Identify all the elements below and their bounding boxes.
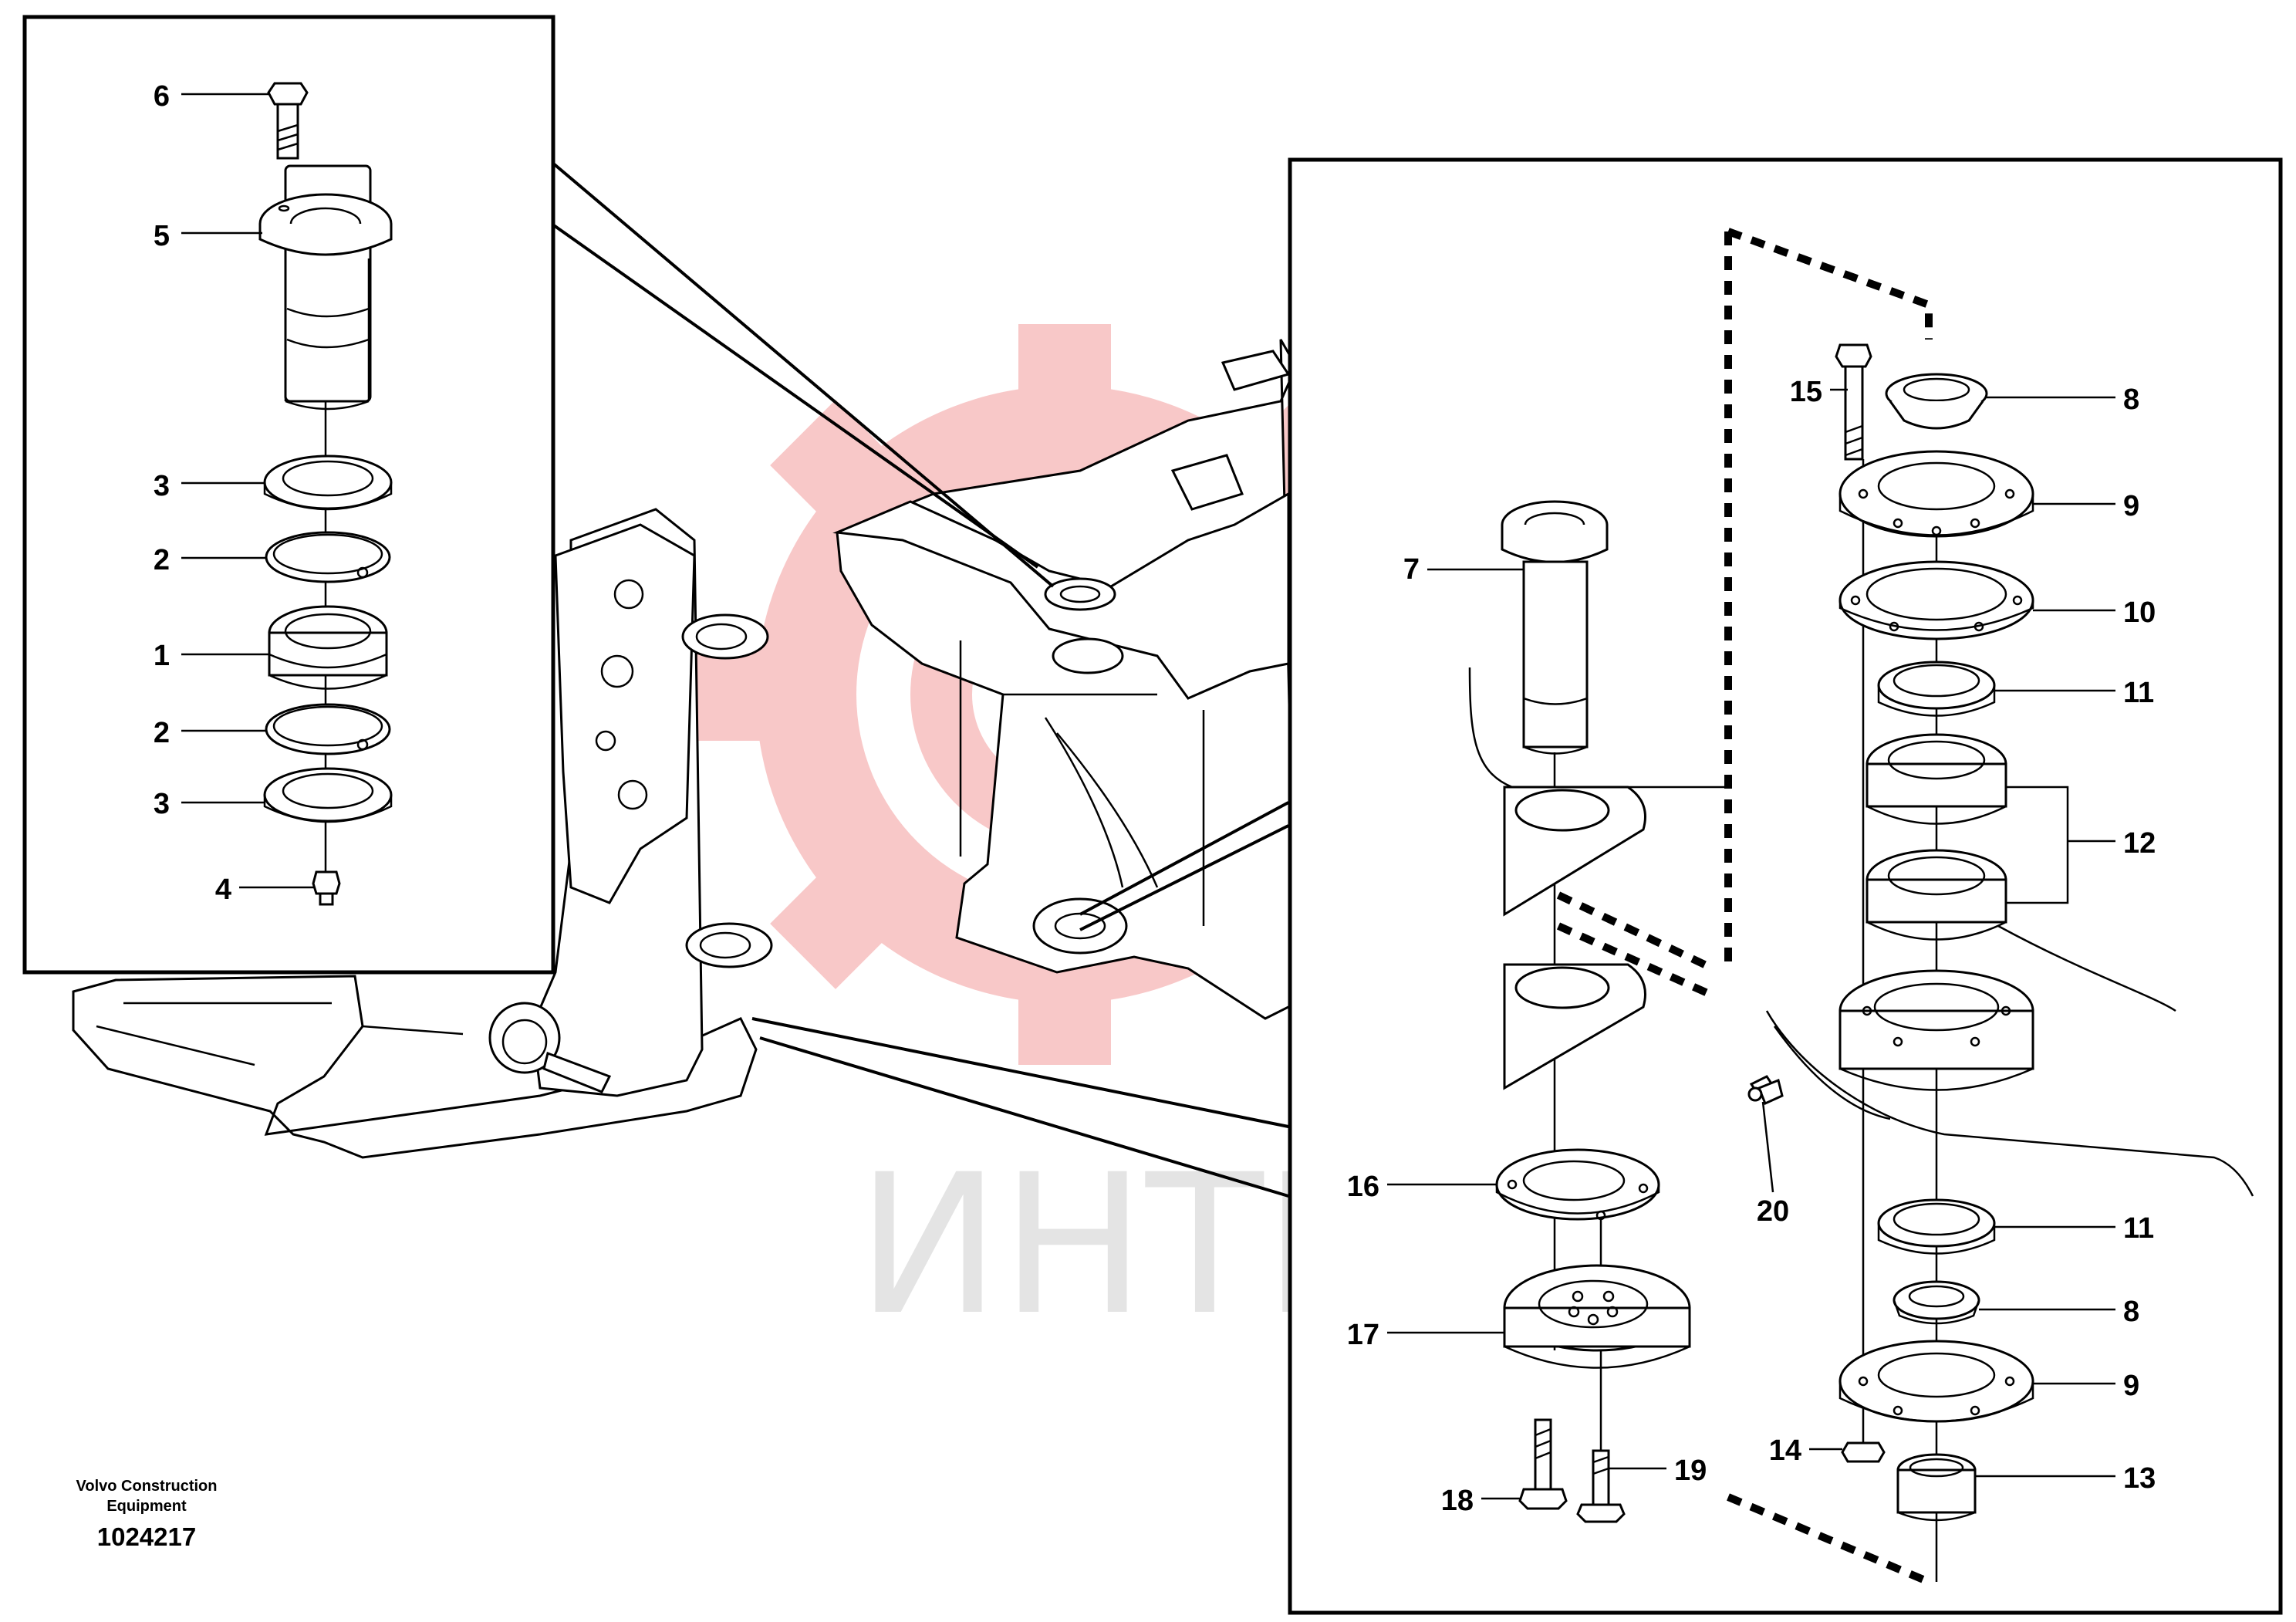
part-3-seal-upper	[263, 454, 393, 511]
company-name-line1: Volvo Construction	[76, 1478, 218, 1495]
callout-label-right-5: 11	[2123, 677, 2154, 709]
frame-assembly-illustration	[72, 339, 1298, 1159]
right-inset-panel	[1288, 157, 2283, 1615]
part-6-bolt	[267, 82, 309, 160]
part-15-bolt	[1835, 343, 1872, 461]
inset-connector-lines	[550, 161, 1289, 1198]
part-9-flange-lower	[1838, 1340, 2034, 1423]
callout-label-right-13: 14	[1769, 1434, 1801, 1467]
callout-label-right-6: 12	[2123, 827, 2156, 860]
mounting-plate-upper	[1503, 786, 1646, 917]
callout-label-right-2: 9	[2123, 490, 2139, 522]
part-2-circlip-upper	[265, 531, 391, 583]
part-5-bushing	[258, 164, 393, 411]
callout-label-right-10: 8	[2123, 1296, 2139, 1328]
part-11-race-lower	[1877, 1198, 1996, 1255]
bearing-housing-ring	[1838, 969, 2034, 1091]
callout-label-right-4: 10	[2123, 596, 2156, 629]
part-12-bearing-pair	[1866, 733, 2069, 941]
callout-label-right-9: 11	[2123, 1212, 2154, 1245]
callout-label-left-0: 6	[154, 80, 170, 113]
part-3-seal-lower	[263, 767, 393, 823]
left-inset-panel	[22, 15, 555, 975]
part-2-circlip-lower	[265, 703, 391, 755]
callout-label-left-6: 3	[154, 788, 170, 820]
callout-leader-right-7	[1761, 1101, 1774, 1193]
part-17-bearing-housing	[1503, 1264, 1691, 1369]
part-8-seal-lower	[1893, 1280, 1980, 1325]
document-number: 1024217	[97, 1522, 196, 1551]
callout-label-right-0: 15	[1790, 376, 1822, 408]
part-9-flange-upper	[1838, 450, 2034, 538]
callout-label-right-1: 8	[2123, 384, 2139, 416]
callout-label-right-8: 16	[1347, 1171, 1379, 1203]
part-4-grease-nipple	[312, 870, 341, 906]
part-16-shim-plate	[1495, 1148, 1660, 1221]
part-8-seal-upper	[1885, 373, 1988, 430]
callout-label-left-5: 2	[154, 717, 170, 749]
part-18-bolt	[1518, 1418, 1568, 1510]
callout-label-left-4: 1	[154, 640, 170, 672]
callout-label-right-11: 17	[1347, 1319, 1379, 1351]
part-1-bearing	[268, 605, 388, 690]
callout-label-left-1: 5	[154, 220, 170, 252]
callout-label-left-2: 3	[154, 470, 170, 502]
callout-label-right-14: 13	[2123, 1462, 2156, 1495]
part-7-bushing	[1501, 500, 1609, 755]
callout-label-left-7: 4	[215, 874, 231, 906]
company-name-line2: Equipment	[106, 1498, 187, 1515]
callout-label-right-7: 20	[1757, 1195, 1789, 1228]
callout-label-right-16: 19	[1674, 1455, 1707, 1487]
part-11-race-upper	[1877, 661, 1996, 717]
callout-label-left-3: 2	[154, 544, 170, 576]
mounting-plate-lower	[1503, 963, 1646, 1090]
part-20-grease-nipple	[1747, 1075, 1784, 1106]
part-14-nut	[1841, 1441, 1886, 1463]
part-10-shim-ring	[1838, 560, 2034, 640]
callout-label-right-12: 9	[2123, 1370, 2139, 1402]
callout-label-right-15: 18	[1441, 1485, 1474, 1517]
callout-label-right-3: 7	[1403, 553, 1420, 586]
part-13-bushing	[1896, 1453, 1977, 1522]
part-19-bolt	[1576, 1449, 1626, 1523]
